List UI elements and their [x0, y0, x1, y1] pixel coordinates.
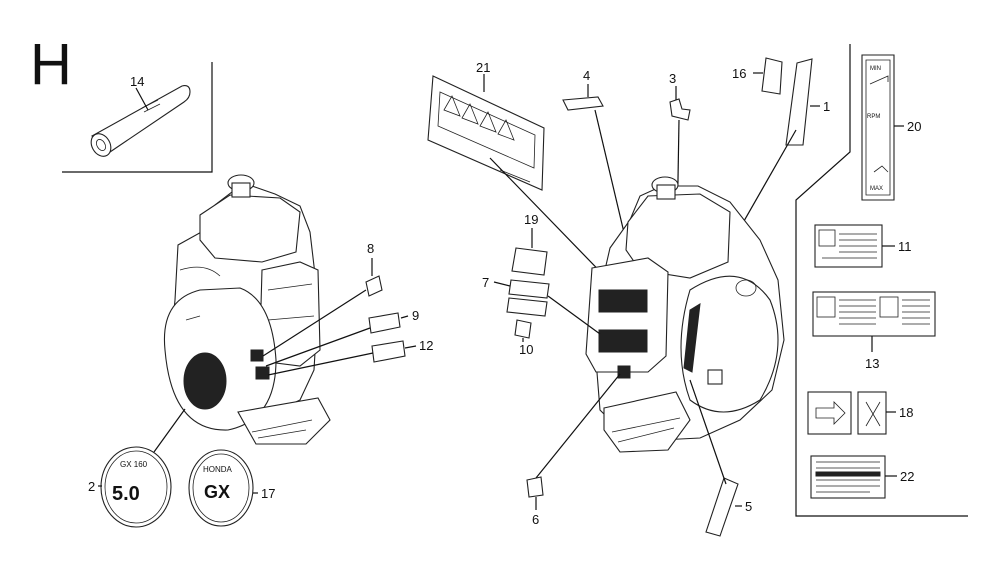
- callout-14: 14: [130, 74, 144, 89]
- callout-11: 11: [898, 239, 912, 254]
- part-2-emblem: GX 160 5.0: [100, 446, 172, 528]
- callout-2: 2: [88, 479, 95, 494]
- callout-8: 8: [367, 241, 374, 256]
- callout-12: 12: [419, 338, 433, 353]
- part-20-speed-label: MIN RPM MAX: [861, 54, 895, 201]
- callout-3: 3: [669, 71, 676, 86]
- right-frame: [795, 44, 968, 517]
- part-5-label: [705, 477, 739, 537]
- section-letter: H: [30, 32, 72, 97]
- leader-5: [689, 379, 727, 485]
- callout-5: 5: [745, 499, 752, 514]
- callout-10: 10: [519, 342, 533, 357]
- callout-1: 1: [823, 99, 830, 114]
- part-22-warning-label: [810, 455, 886, 499]
- emblem-2-big: 5.0: [112, 483, 140, 505]
- part-21-warning-label: [427, 75, 545, 191]
- part-18-direction-label: [807, 391, 887, 435]
- callout-9: 9: [412, 308, 419, 323]
- engine-left: [163, 174, 331, 445]
- leader-6: [535, 373, 621, 479]
- part-13-warning-label: [812, 291, 936, 337]
- part-9-label: [368, 312, 401, 334]
- part-17-emblem: HONDA GX: [188, 449, 254, 527]
- callout-6: 6: [532, 512, 539, 527]
- part-12-label: [371, 340, 406, 363]
- callout-7: 7: [482, 275, 489, 290]
- part-16-label: [761, 57, 783, 95]
- part-1-label: [785, 58, 813, 146]
- speed-label-bottom: MAX: [870, 186, 883, 192]
- speed-label-top: MIN: [870, 66, 881, 72]
- leader-8: [262, 289, 367, 357]
- leader-12: [267, 352, 374, 376]
- engine-right: [585, 176, 785, 453]
- leader-9: [265, 327, 371, 367]
- emblem-17-brand: HONDA: [203, 465, 233, 474]
- part-7-label-a: [508, 279, 550, 299]
- callout-20: 20: [907, 119, 921, 134]
- callout-19: 19: [524, 212, 538, 227]
- part-11-warning-label: [814, 224, 883, 268]
- part-19-label: [511, 247, 548, 276]
- callout-13: 13: [865, 356, 879, 371]
- part-14-tool-tube: [90, 85, 191, 157]
- part-6-label: [526, 476, 544, 498]
- callout-17: 17: [261, 486, 275, 501]
- callout-22: 22: [900, 469, 914, 484]
- part-3-label: [669, 98, 691, 121]
- part-8-label: [365, 275, 383, 297]
- leader-7a: [493, 281, 511, 287]
- part-7-label-b: [506, 297, 548, 317]
- callout-16: 16: [732, 66, 746, 81]
- speed-label-middle: RPM: [867, 114, 880, 120]
- leader-14: [135, 87, 149, 111]
- leader-12b: [404, 345, 417, 349]
- callout-4: 4: [583, 68, 590, 83]
- callout-21: 21: [476, 60, 490, 75]
- callout-18: 18: [899, 405, 913, 420]
- emblem-17-model: GX: [204, 482, 230, 502]
- emblem-2-top: GX 160: [120, 460, 148, 469]
- part-4-label: [562, 96, 604, 111]
- leader-2: [153, 408, 186, 453]
- leader-9b: [400, 315, 409, 319]
- inset-frame: [62, 62, 213, 173]
- leader-7: [547, 295, 601, 335]
- part-10-label: [514, 319, 532, 339]
